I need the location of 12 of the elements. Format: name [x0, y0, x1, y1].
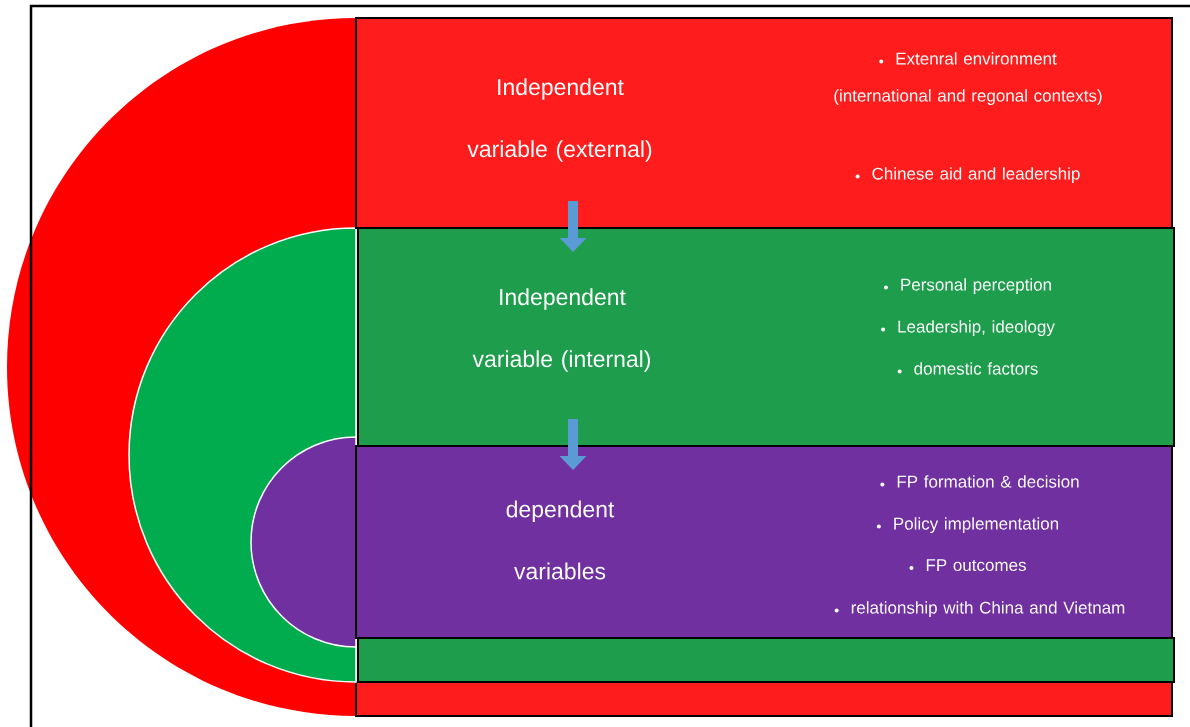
bullet-item: Chinese aid and leadership — [855, 167, 1080, 184]
bullet-item: Leadership, ideology — [881, 320, 1055, 337]
bullet-item: Extenral environment (international and regonal contexts) — [834, 52, 1102, 106]
bullet-item: Personal perception — [883, 278, 1051, 295]
variable-title: Independent variable (external) — [467, 78, 652, 162]
bullet-item: FP outcomes — [909, 559, 1026, 572]
variable-title: dependent variables — [506, 500, 615, 580]
bullet-item: relationship with China and Vietnam — [834, 601, 1125, 618]
bullet-item: FP formation & decision — [880, 475, 1079, 488]
bullet-item: Policy implementation — [876, 517, 1058, 534]
bullet-item: domestic factors — [897, 362, 1038, 375]
variable-title: Independent variable (internal) — [472, 288, 651, 372]
